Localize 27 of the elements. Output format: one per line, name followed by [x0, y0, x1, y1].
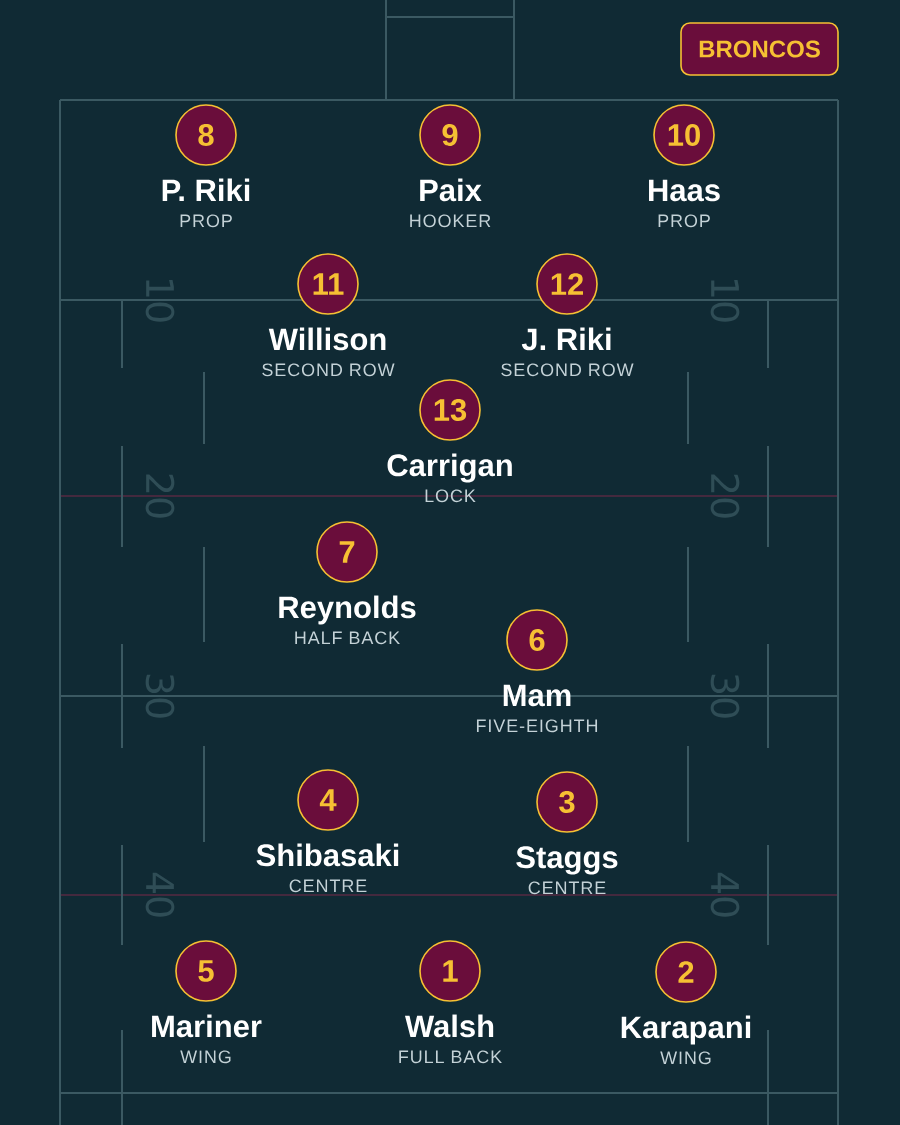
player-name: Mariner — [152, 1014, 262, 1038]
position-label: CENTRE — [289, 879, 367, 893]
position-label: SECOND ROW — [262, 363, 395, 377]
position-label: PROP — [180, 214, 232, 228]
position-label: CENTRE — [528, 881, 606, 895]
player-name: Mam — [503, 684, 571, 707]
player-name: Walsh — [404, 1014, 494, 1038]
player-name: Carrigan — [387, 453, 512, 483]
position-label: FULL BACK — [399, 1050, 502, 1064]
player-name: Haas — [649, 179, 720, 202]
position-label: HOOKER — [410, 214, 491, 228]
player-name: P. Riki — [162, 178, 250, 201]
player-name: J. Riki — [521, 327, 611, 351]
player-name: Reynolds — [279, 595, 416, 625]
position-label: LOCK — [425, 489, 476, 503]
position-label: HALF BACK — [295, 631, 400, 645]
player-name: Karapani — [621, 1015, 751, 1045]
position-label: WING — [660, 1051, 711, 1065]
position-label: WING — [180, 1050, 231, 1064]
player-name: Willison — [268, 327, 386, 351]
team-badge: BRONCOS — [680, 22, 839, 76]
player-name: Staggs — [516, 846, 618, 875]
position-label: SECOND ROW — [501, 363, 634, 377]
player-name: Shibasaki — [256, 843, 399, 867]
position-label: PROP — [658, 214, 710, 228]
player-name: Paix — [420, 178, 482, 202]
position-label: FIVE-EIGHTH — [477, 719, 598, 733]
